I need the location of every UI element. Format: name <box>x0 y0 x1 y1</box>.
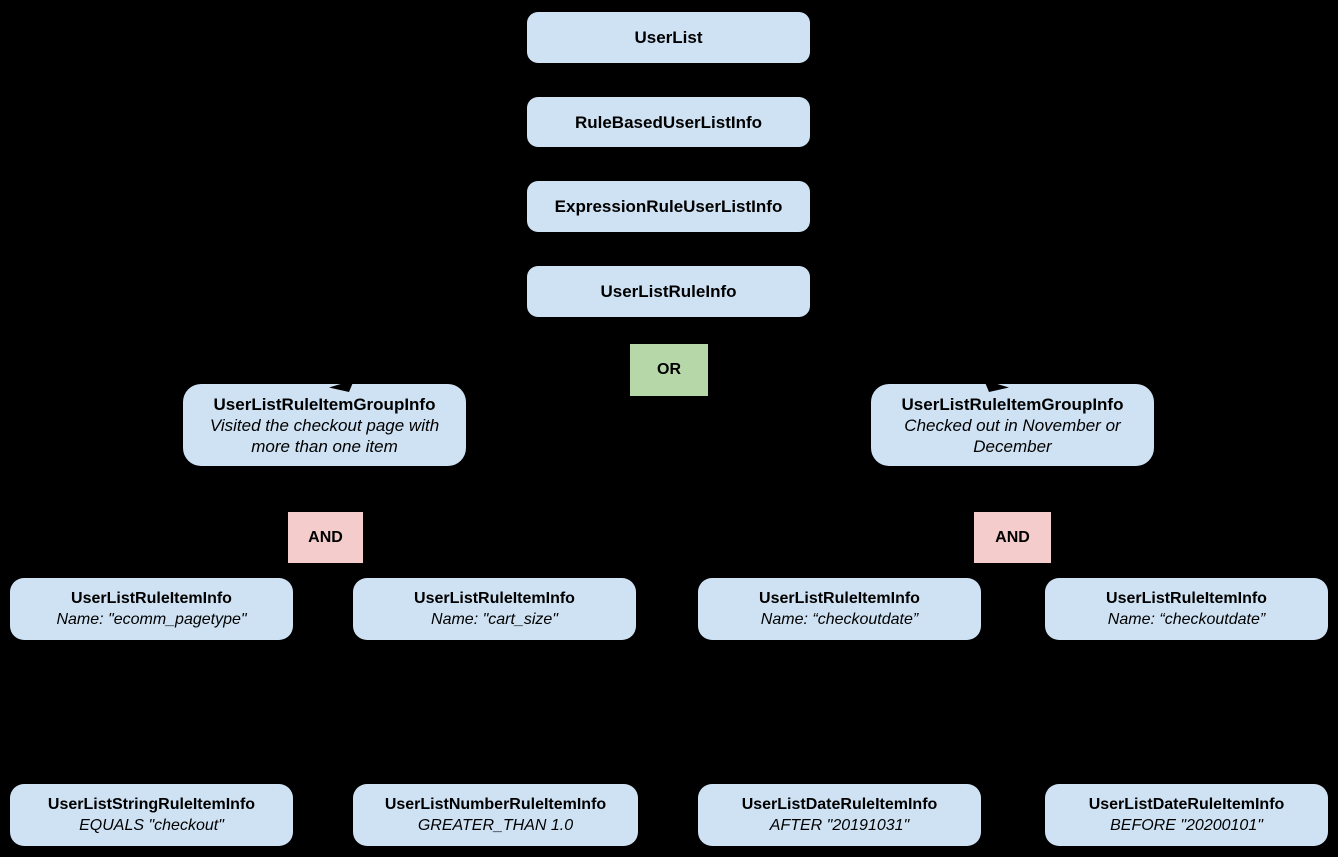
node-userlist: UserList <box>527 12 810 63</box>
and-operator-node-right: AND <box>974 512 1051 563</box>
node-rulebaseduserlistinfo: RuleBasedUserListInfo <box>527 97 810 147</box>
node-title: UserListDateRuleItemInfo <box>1088 796 1285 813</box>
node-rule-item-checkoutdate-1: UserListRuleItemInfo Name: “checkoutdate… <box>698 578 981 640</box>
or-operator-node: OR <box>630 344 708 396</box>
node-userlistruleinfo: UserListRuleInfo <box>527 266 810 317</box>
node-rule-item-ecomm-pagetype: UserListRuleItemInfo Name: "ecomm_pagety… <box>10 578 293 640</box>
node-label: ExpressionRuleUserListInfo <box>554 197 783 216</box>
node-subtitle: Visited the checkout page with more than… <box>209 415 440 456</box>
node-date-rule-item-after: UserListDateRuleItemInfo AFTER "20191031… <box>698 784 981 846</box>
node-label: UserList <box>634 28 703 47</box>
node-title: UserListRuleItemInfo <box>71 590 232 607</box>
node-rule-item-cart-size: UserListRuleItemInfo Name: "cart_size" <box>353 578 636 640</box>
node-subtitle: EQUALS "checkout" <box>79 817 224 834</box>
node-rule-item-checkoutdate-2: UserListRuleItemInfo Name: “checkoutdate… <box>1045 578 1328 640</box>
node-subtitle: Name: “checkoutdate” <box>1107 611 1266 628</box>
node-title: UserListRuleItemInfo <box>1106 590 1267 607</box>
node-label: UserListRuleInfo <box>600 282 737 301</box>
node-subtitle: BEFORE "20200101" <box>1110 817 1263 834</box>
node-title: UserListStringRuleItemInfo <box>47 796 256 813</box>
node-expressionruleuserlistinfo: ExpressionRuleUserListInfo <box>527 181 810 232</box>
node-rule-item-group-left: UserListRuleItemGroupInfo Visited the ch… <box>183 384 466 466</box>
node-subtitle: Checked out in November or December <box>904 415 1121 456</box>
node-string-rule-item: UserListStringRuleItemInfo EQUALS "check… <box>10 784 293 846</box>
node-title: UserListNumberRuleItemInfo <box>384 796 607 813</box>
node-title: UserListDateRuleItemInfo <box>741 796 938 813</box>
node-subtitle: GREATER_THAN 1.0 <box>417 817 574 834</box>
node-title: UserListRuleItemGroupInfo <box>901 394 1124 414</box>
node-title: UserListRuleItemGroupInfo <box>213 394 436 414</box>
node-label: RuleBasedUserListInfo <box>574 112 763 132</box>
and-operator-node-left: AND <box>288 512 363 563</box>
node-subtitle: Name: "cart_size" <box>431 611 558 628</box>
node-rule-item-group-right: UserListRuleItemGroupInfo Checked out in… <box>871 384 1154 466</box>
node-subtitle: Name: "ecomm_pagetype" <box>56 611 247 628</box>
node-title: UserListRuleItemInfo <box>414 590 575 607</box>
node-date-rule-item-before: UserListDateRuleItemInfo BEFORE "2020010… <box>1045 784 1328 846</box>
node-title: UserListRuleItemInfo <box>759 590 920 607</box>
and-label: AND <box>995 528 1030 546</box>
and-label: AND <box>308 528 343 546</box>
or-label: OR <box>657 361 681 378</box>
node-subtitle: Name: “checkoutdate” <box>760 611 919 628</box>
node-number-rule-item: UserListNumberRuleItemInfo GREATER_THAN … <box>353 784 638 846</box>
node-subtitle: AFTER "20191031" <box>769 817 910 834</box>
